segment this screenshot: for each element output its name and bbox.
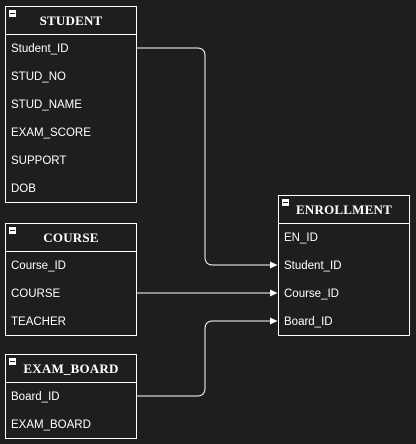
field-exam-board[interactable]: EXAM_BOARD bbox=[11, 419, 91, 431]
field-stud-name[interactable]: STUD_NAME bbox=[11, 99, 82, 111]
connector-board-to-enrollment bbox=[137, 317, 278, 397]
collapse-icon[interactable] bbox=[9, 358, 16, 365]
field-dob[interactable]: DOB bbox=[11, 183, 36, 195]
entity-title: COURSE bbox=[43, 229, 99, 245]
field-exam-score[interactable]: EXAM_SCORE bbox=[11, 127, 91, 139]
field-enrollment-student-id[interactable]: Student_ID bbox=[284, 260, 342, 272]
collapse-icon[interactable] bbox=[282, 199, 289, 206]
field-board-id[interactable]: Board_ID bbox=[11, 391, 60, 403]
collapse-icon[interactable] bbox=[9, 10, 16, 17]
field-enrollment-course-id[interactable]: Course_ID bbox=[284, 288, 339, 300]
entity-enrollment[interactable]: ENROLLMENT EN_ID Student_ID Course_ID Bo… bbox=[278, 195, 410, 336]
field-course-id[interactable]: Course_ID bbox=[11, 260, 66, 272]
entity-title: ENROLLMENT bbox=[296, 201, 392, 217]
field-stud-no[interactable]: STUD_NO bbox=[11, 71, 66, 83]
field-en-id[interactable]: EN_ID bbox=[284, 232, 318, 244]
entity-header-enrollment[interactable]: ENROLLMENT bbox=[279, 196, 409, 224]
field-course[interactable]: COURSE bbox=[11, 288, 61, 300]
collapse-icon[interactable] bbox=[9, 227, 16, 234]
field-teacher[interactable]: TEACHER bbox=[11, 316, 66, 328]
field-enrollment-board-id[interactable]: Board_ID bbox=[284, 316, 333, 328]
entity-title: EXAM_BOARD bbox=[23, 360, 119, 376]
field-support[interactable]: SUPPORT bbox=[11, 155, 67, 167]
entity-header-exam-board[interactable]: EXAM_BOARD bbox=[6, 355, 136, 383]
entity-exam-board[interactable]: EXAM_BOARD Board_ID EXAM_BOARD bbox=[5, 354, 137, 439]
entity-course[interactable]: COURSE Course_ID COURSE TEACHER bbox=[5, 223, 137, 336]
connector-student-to-enrollment bbox=[137, 47, 278, 269]
entity-student[interactable]: STUDENT Student_ID STUD_NO STUD_NAME EXA… bbox=[5, 6, 137, 203]
field-student-id[interactable]: Student_ID bbox=[11, 43, 69, 55]
entity-title: STUDENT bbox=[39, 12, 103, 28]
entity-header-course[interactable]: COURSE bbox=[6, 224, 136, 252]
entity-header-student[interactable]: STUDENT bbox=[6, 7, 136, 35]
